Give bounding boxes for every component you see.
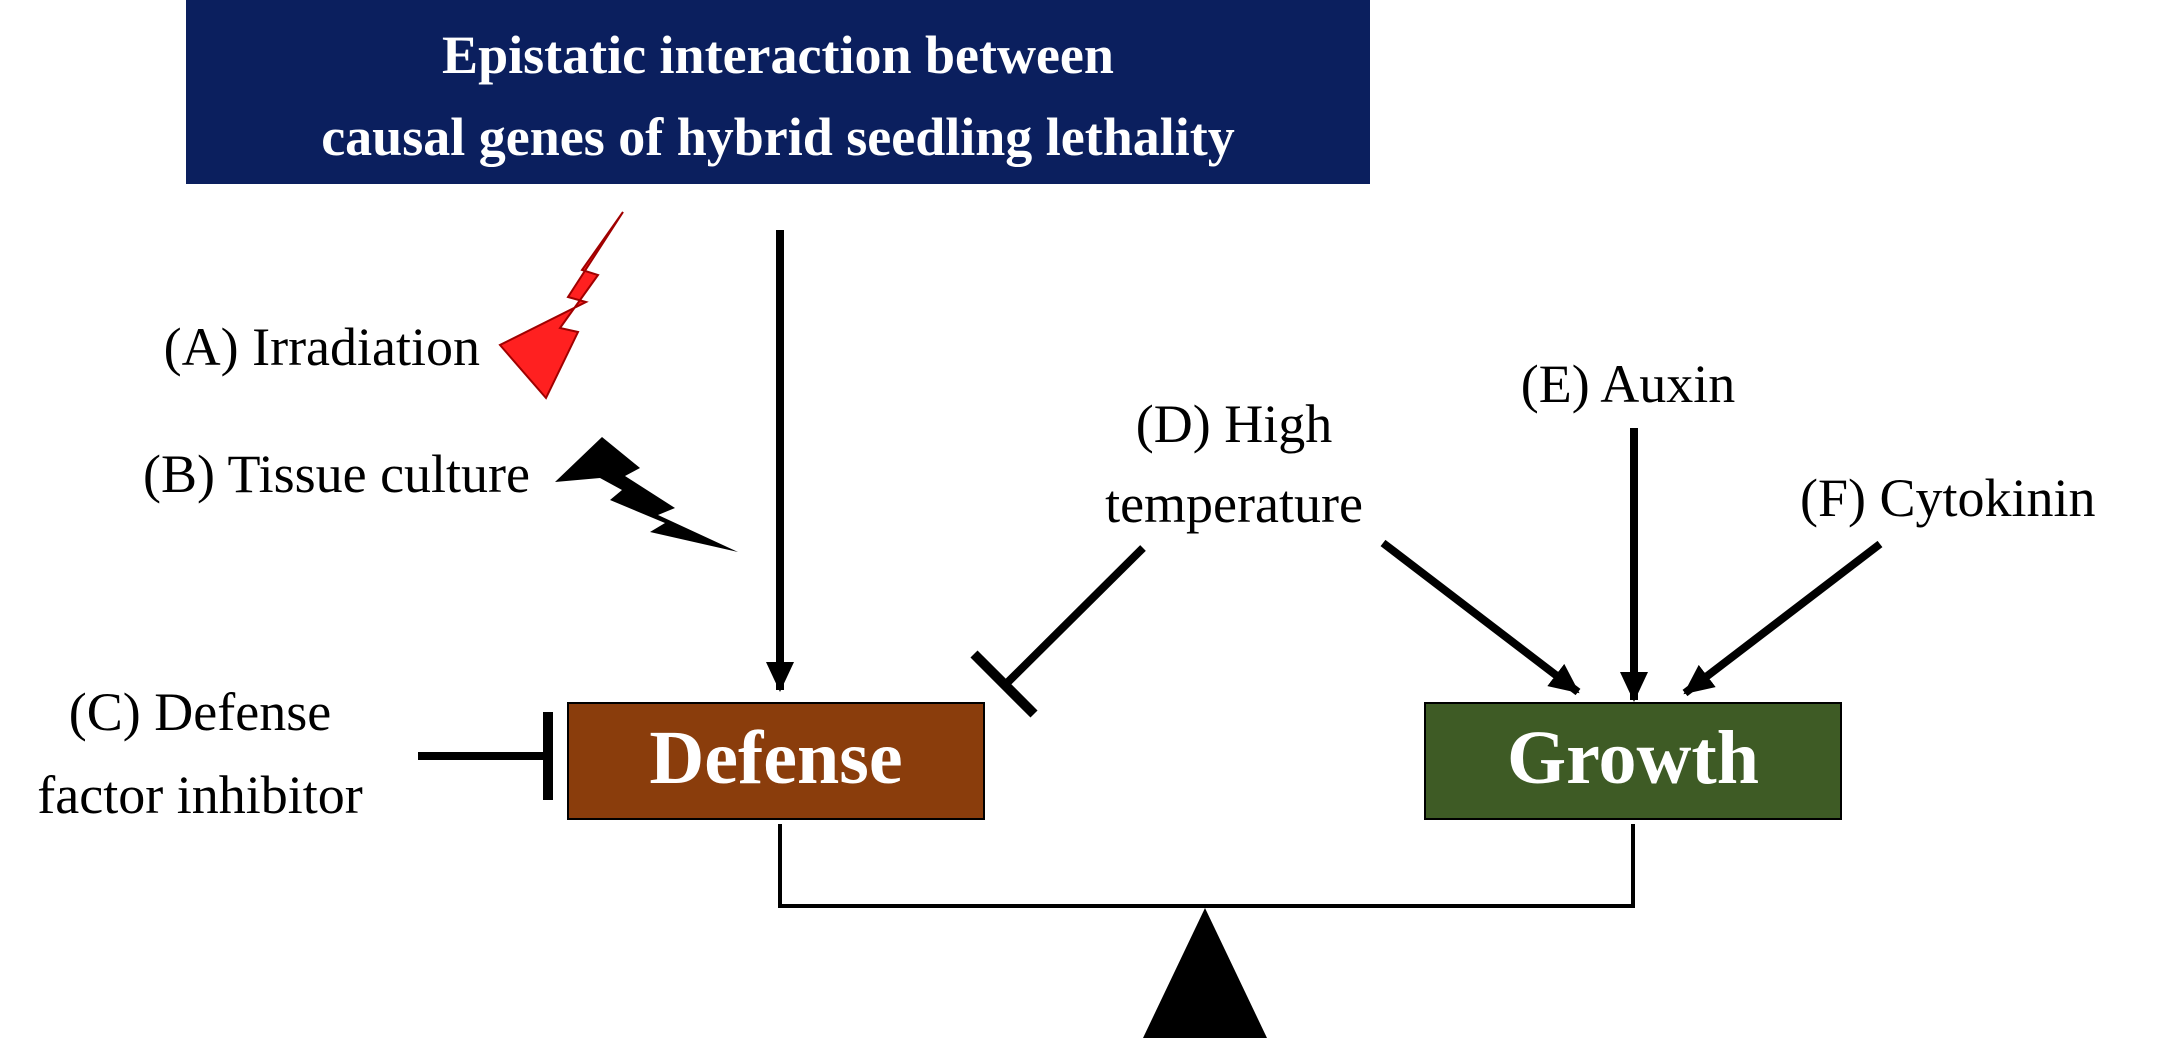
title-banner-bg [186, 0, 1370, 184]
fulcrum-triangle-icon [1143, 908, 1267, 1038]
growth-box: Growth [1424, 702, 1842, 820]
factor-f-to-growth-arrow [1682, 540, 1883, 697]
defense-box-bg [567, 702, 985, 820]
factor-d-inhibition-bar [970, 650, 1038, 718]
defense-label: Defense [649, 716, 902, 800]
title-banner: Epistatic interaction between causal gen… [186, 0, 1370, 184]
factor-c-label-line-1: (C) Defense [69, 682, 331, 742]
balance-scale [778, 824, 1635, 1038]
factor-c-label-line-2: factor inhibitor [37, 765, 362, 825]
factor-f-label: (F) Cytokinin [1800, 468, 2096, 528]
factor-e-label: (E) Auxin [1521, 354, 1735, 414]
growth-box-bg [1424, 702, 1842, 820]
factor-a-label: (A) Irradiation [164, 317, 480, 377]
black-lightning-bolt-icon [555, 437, 738, 552]
title-line-2: causal genes of hybrid seedling lethalit… [321, 107, 1235, 167]
factor-d-label-line-2: temperature [1105, 474, 1363, 534]
title-line-1: Epistatic interaction between [442, 25, 1114, 85]
factor-d-inhibition-line [1001, 545, 1146, 689]
factor-b-label: (B) Tissue culture [143, 444, 530, 504]
balance-beam [778, 824, 1635, 908]
red-lightning-bolt-icon [498, 211, 624, 400]
growth-label: Growth [1507, 716, 1759, 800]
factor-d-to-growth-arrow [1380, 539, 1581, 696]
factor-d-label-line-1: (D) High [1136, 394, 1332, 454]
defense-box: Defense [567, 702, 985, 820]
